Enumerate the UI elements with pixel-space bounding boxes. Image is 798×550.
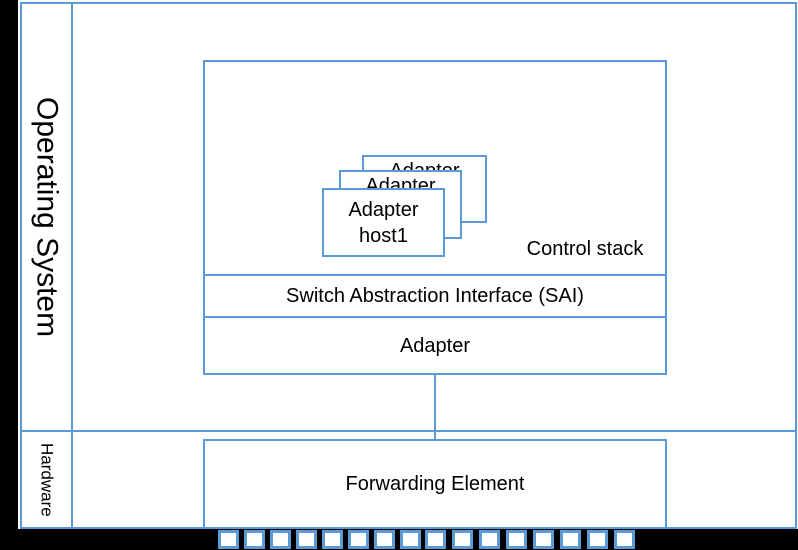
port-group-left — [218, 530, 421, 550]
hardware-region-label: Hardware — [22, 432, 71, 527]
forwarding-element-box: Forwarding Element — [203, 439, 667, 529]
port-square — [533, 530, 554, 549]
port-square — [374, 530, 395, 549]
hardware-text: Hardware — [37, 442, 57, 517]
control-stack-label: Control stack — [526, 238, 644, 260]
port-square — [296, 530, 317, 549]
sai-band: Switch Abstraction Interface (SAI) — [286, 284, 584, 307]
port-square — [452, 530, 473, 549]
port-square — [348, 530, 369, 549]
adapter-box-host1: Adapter host1 — [322, 188, 445, 257]
port-square — [400, 530, 421, 549]
port-group-right — [425, 530, 635, 550]
port-square — [614, 530, 635, 549]
os-hardware-divider — [20, 430, 797, 432]
port-square — [322, 530, 343, 549]
adapter-band: Adapter — [399, 335, 471, 357]
operating-system-text: Operating System — [30, 96, 64, 338]
adapter-box-host1-label: Adapter — [348, 198, 419, 221]
port-square — [218, 530, 239, 549]
port-square — [560, 530, 581, 549]
port-square — [425, 530, 446, 549]
port-square — [479, 530, 500, 549]
control-stack-box — [203, 60, 667, 375]
adapter-to-forwarding-connector — [434, 375, 436, 439]
adapter-band-top-border — [203, 316, 667, 318]
left-black-strip — [0, 0, 18, 550]
port-square — [506, 530, 527, 549]
port-square — [587, 530, 608, 549]
operating-system-region-label: Operating System — [22, 4, 71, 430]
sai-band-top-border — [203, 274, 667, 276]
label-column-divider — [71, 2, 73, 529]
port-square — [244, 530, 265, 549]
port-square — [270, 530, 291, 549]
adapter-box-host1-sublabel: host1 — [359, 224, 408, 247]
